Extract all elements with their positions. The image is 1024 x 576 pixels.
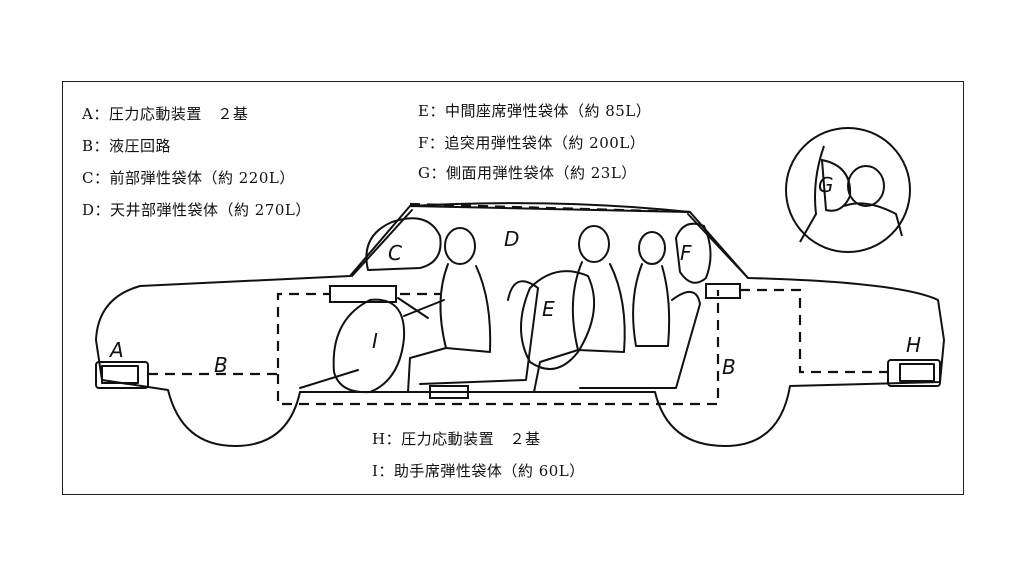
airbag-c xyxy=(365,217,442,271)
pressure-device-front xyxy=(329,285,397,303)
label-b-rear: B xyxy=(722,355,736,379)
middle-passenger xyxy=(533,225,626,393)
label-b-front: B xyxy=(214,353,228,377)
label-e: E xyxy=(542,297,555,321)
legend-i: I：助手席弾性袋体（約 60L） xyxy=(372,462,585,480)
label-i: I xyxy=(372,329,378,353)
legend-f: F：追突用弾性袋体（約 200L） xyxy=(418,134,646,152)
driver xyxy=(403,227,492,393)
label-g: G xyxy=(818,173,834,197)
steering-column xyxy=(397,297,429,319)
airbag-i xyxy=(332,298,406,394)
front-seat xyxy=(419,280,539,385)
car-body-outline xyxy=(95,205,945,447)
legend-e: E：中間座席弾性袋体（約 85L） xyxy=(418,102,652,120)
legend-b: B：液圧回路 xyxy=(82,137,172,155)
rear-passenger xyxy=(632,231,671,347)
legend-d: D：天井部弾性袋体（約 270L） xyxy=(82,201,311,219)
label-a: A xyxy=(108,338,124,362)
label-c: C xyxy=(388,241,402,265)
label-d: D xyxy=(504,227,519,251)
rear-seat xyxy=(579,291,701,389)
pressure-device-rear xyxy=(705,283,741,299)
airbag-e xyxy=(520,270,596,371)
label-h: H xyxy=(906,333,921,357)
floor-device xyxy=(429,385,469,399)
front-windshield xyxy=(351,209,413,277)
hydraulic-circuit xyxy=(148,202,888,406)
floor-pedal xyxy=(299,369,359,389)
label-f: F xyxy=(680,241,692,265)
legend-c: C：前部弾性袋体（約 220L） xyxy=(82,169,295,187)
legend-a: A：圧力応動装置 ２基 xyxy=(82,105,249,123)
legend-g: G：側面用弾性袋体（約 23L） xyxy=(418,164,637,182)
airbag-f xyxy=(675,222,712,284)
legend-h: H：圧力応動装置 ２基 xyxy=(372,430,541,448)
inset-side-view xyxy=(785,127,911,253)
